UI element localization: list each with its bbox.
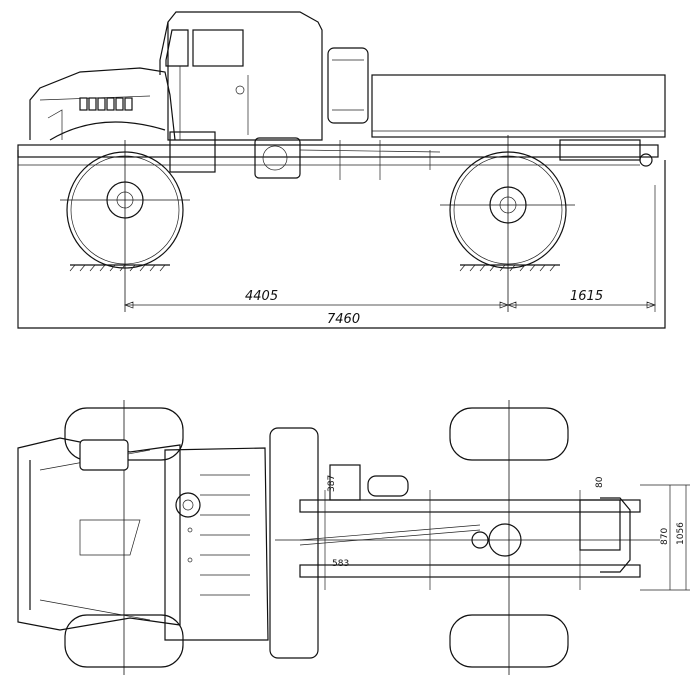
side-view: [17, 11, 666, 329]
dim-80: 80: [595, 476, 605, 488]
grille-slots: [79, 97, 133, 111]
dim-wheelbase: 4405: [245, 289, 278, 304]
cab-top: [164, 447, 269, 641]
ground-marks: [69, 264, 560, 272]
dim-rear-overhang: 1615: [570, 289, 603, 304]
cargo-platform: [327, 47, 666, 138]
chassis-frame: [17, 131, 659, 180]
frame-top: [275, 464, 660, 590]
cab: [159, 11, 323, 141]
dim-583: 583: [332, 559, 349, 569]
top-view: [17, 400, 690, 675]
side-dimensions: [17, 185, 656, 328]
hood-top: [17, 437, 181, 631]
front-wheel: [60, 140, 190, 312]
rear-wheel: [440, 135, 575, 312]
top-dimensions: [640, 484, 690, 591]
engine-hood: [29, 67, 176, 141]
dim-overall-length: 7460: [327, 312, 360, 327]
dim-1056: 1056: [676, 522, 686, 545]
dim-870: 870: [660, 528, 670, 545]
spare-wheel: [269, 427, 319, 659]
dim-387: 387: [327, 475, 337, 492]
